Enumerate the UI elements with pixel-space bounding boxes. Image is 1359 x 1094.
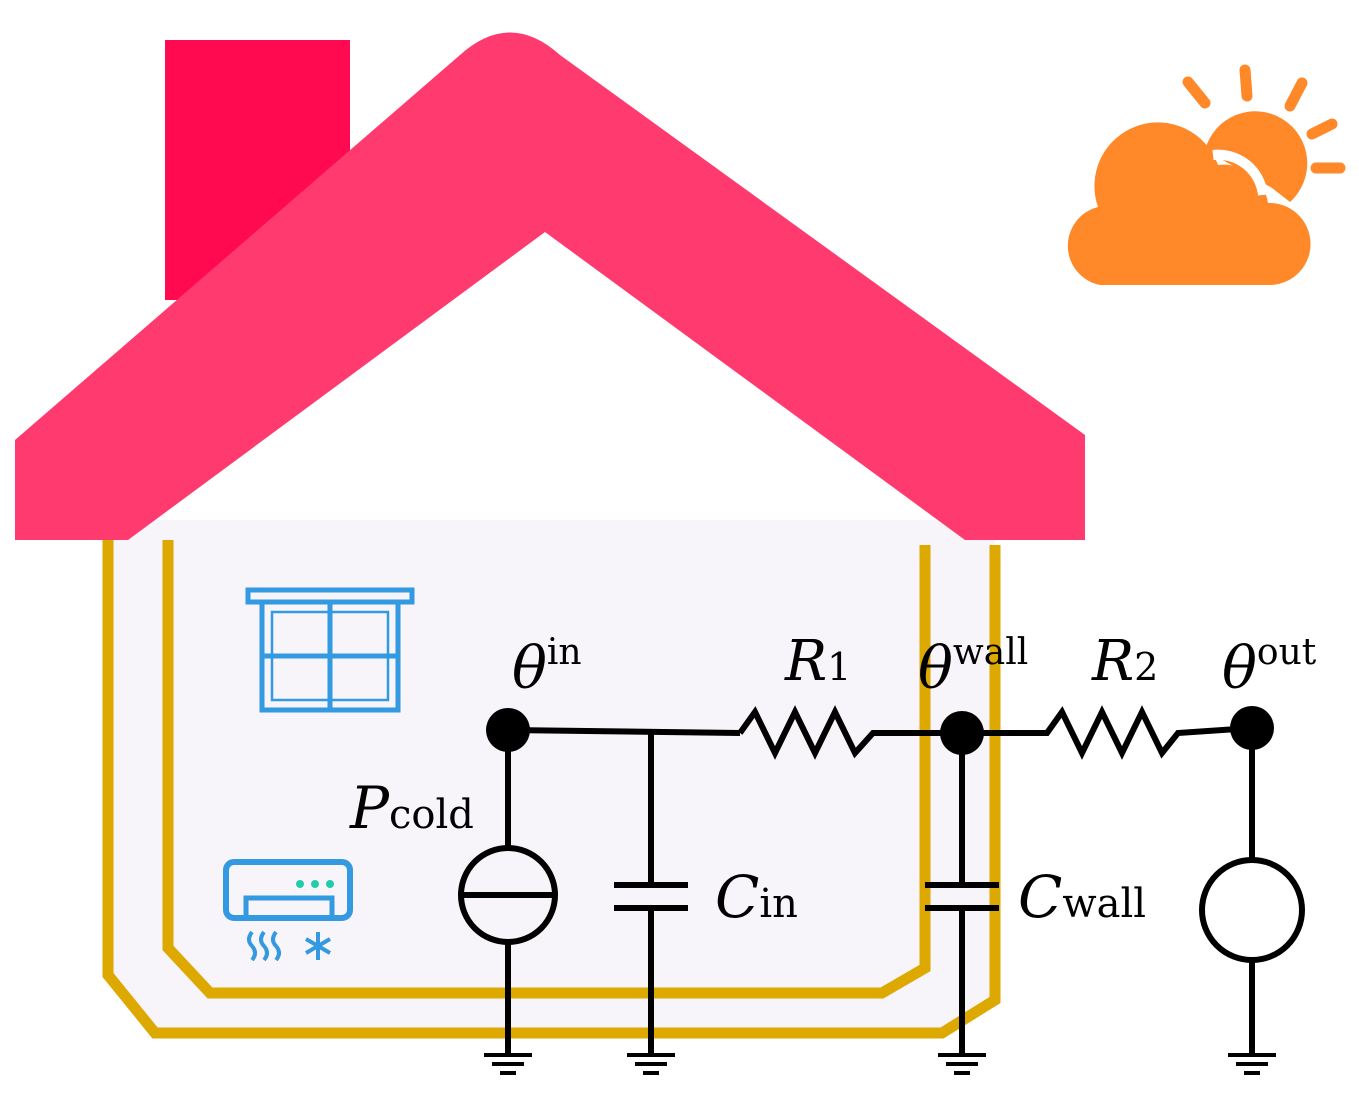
label-theta-in: θin (512, 632, 582, 702)
capacitor-cwall (925, 733, 999, 1055)
thermal-circuit (458, 705, 1305, 1075)
insulation-outer (102, 540, 1001, 1039)
node-theta-wall (940, 711, 984, 755)
capacitor-cin (614, 733, 688, 1055)
label-theta-out: θout (1222, 632, 1317, 702)
node-theta-in (486, 708, 530, 752)
node-theta-out (1230, 706, 1274, 750)
label-r1: R1 (784, 629, 851, 694)
label-p-cold: Pcold (349, 774, 474, 842)
voltage-source-out (1199, 857, 1305, 963)
ground-symbols (484, 1053, 1276, 1075)
resistor-r1 (737, 705, 960, 760)
resistor-r2 (962, 705, 1253, 760)
window-icon (245, 587, 415, 713)
partly-cloudy-icon (1067, 64, 1346, 285)
insulation-inner (162, 540, 931, 999)
wire-in-to-r1 (507, 727, 741, 736)
house-interior (112, 520, 995, 1035)
label-theta-wall: θwall (918, 632, 1028, 702)
label-c-in: Cin (715, 863, 798, 931)
air-conditioner-icon (223, 859, 353, 962)
label-r2: R2 (1091, 629, 1158, 694)
label-c-wall: Cwall (1018, 863, 1146, 931)
roof (15, 32, 1085, 540)
